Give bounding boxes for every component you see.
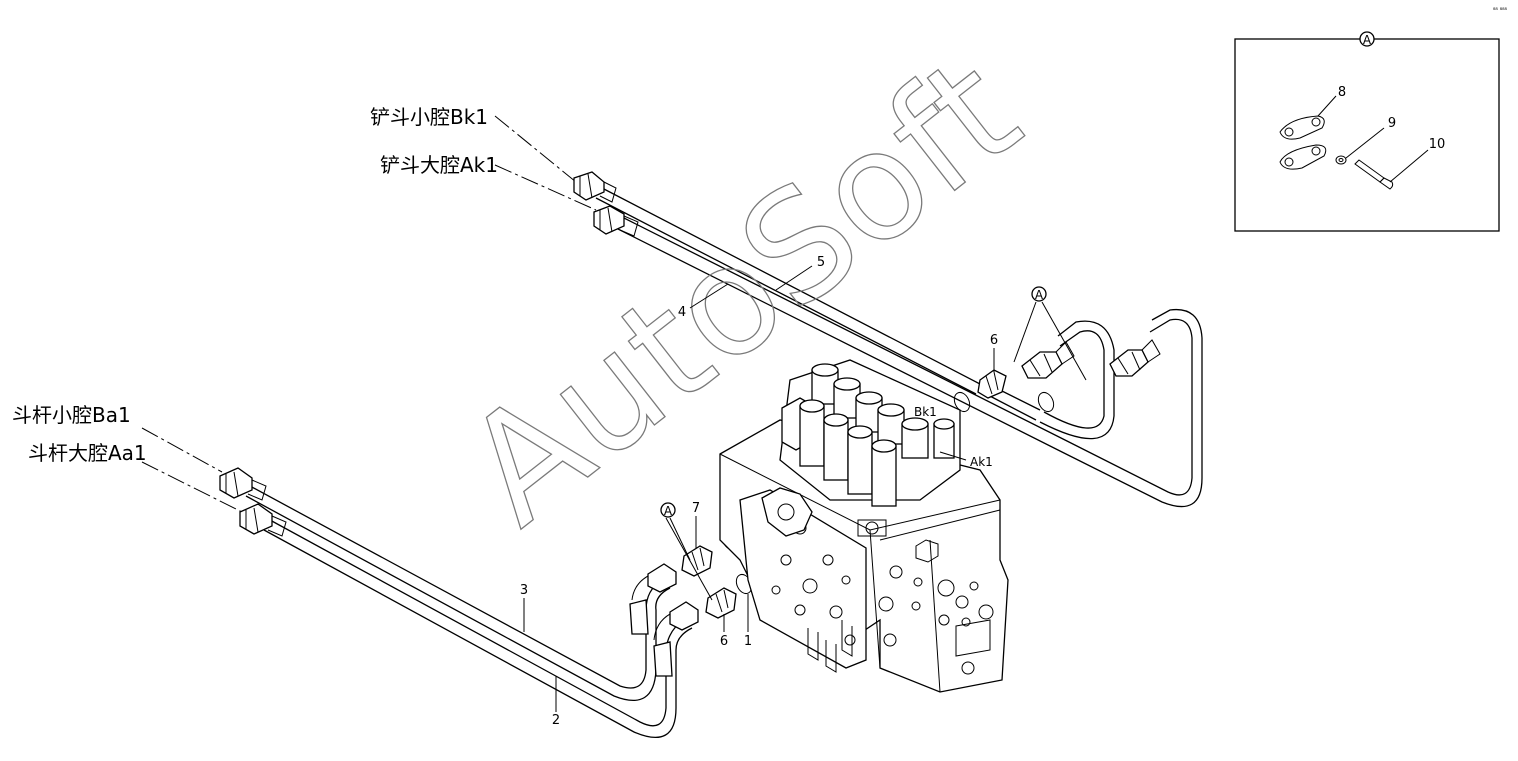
callout-10: 10 — [1429, 137, 1446, 152]
callout-3: 3 — [520, 583, 528, 598]
callout-1: 1 — [744, 634, 752, 649]
detail-box-a: A 8 9 10 — [1234, 31, 1500, 232]
nut-fitting-right-2 — [1109, 339, 1161, 377]
arm-pipes — [141, 427, 753, 738]
adapter-7 — [681, 545, 713, 577]
nut-fitting-ba — [219, 467, 267, 501]
control-valve — [719, 359, 1009, 693]
detail-marker-top: A — [1035, 288, 1044, 302]
callout-6-bottom: 6 — [720, 634, 728, 649]
bucket-pipes — [494, 115, 1203, 508]
label-port-bk1: Bk1 — [914, 405, 937, 419]
callout-2: 2 — [552, 713, 560, 728]
nut-fitting-aa — [239, 503, 287, 537]
detail-marker-bottom: A — [664, 504, 673, 518]
label-arm-rod-port: 斗杆小腔Ba1 — [12, 403, 131, 427]
label-bucket-head-port: 铲斗大腔Ak1 — [380, 153, 498, 177]
callout-8: 8 — [1338, 85, 1346, 100]
callout-7: 7 — [692, 501, 700, 516]
detail-marker: A — [1363, 33, 1372, 47]
nut-fitting-right-1 — [1021, 341, 1075, 379]
label-arm-head-port: 斗杆大腔Aa1 — [28, 441, 147, 465]
callouts: 5 4 6 A A 7 6 1 3 2 — [520, 255, 1087, 728]
callout-6-top: 6 — [990, 333, 998, 348]
label-port-ak1: Ak1 — [970, 455, 993, 469]
adapter-6-bottom — [705, 587, 737, 619]
callout-5: 5 — [817, 255, 825, 270]
solenoid-stack — [799, 363, 955, 507]
adapter-6-top — [977, 369, 1007, 399]
nut-fitting-bk — [573, 171, 617, 203]
callout-9: 9 — [1388, 116, 1396, 131]
label-bucket-rod-port: 铲斗小腔Bk1 — [370, 105, 488, 129]
nut-fitting-ak — [593, 205, 639, 237]
corner-mark: ⁸⁸ ⁸⁸⁸ — [1493, 7, 1508, 14]
callout-4: 4 — [678, 305, 686, 320]
